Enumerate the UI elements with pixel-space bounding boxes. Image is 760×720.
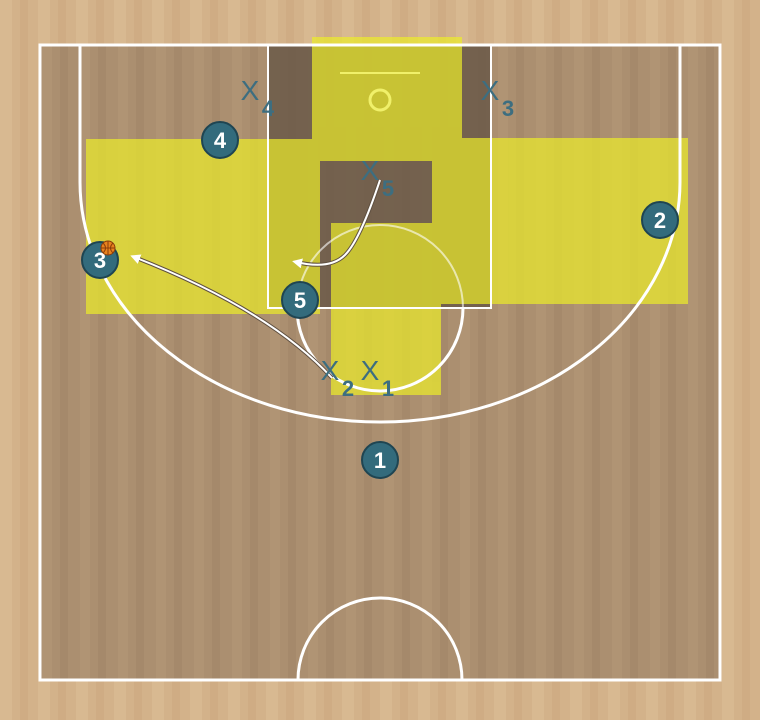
player-number: 4 — [214, 128, 227, 153]
offense-player-1[interactable]: 1 — [361, 441, 399, 479]
defender-letter: X — [481, 75, 500, 106]
offense-player-5[interactable]: 5 — [281, 281, 319, 319]
defender-x2[interactable]: X 2 — [321, 355, 354, 401]
player-marker — [361, 441, 399, 479]
defender-x5[interactable]: X 5 — [361, 155, 394, 201]
player-marker — [201, 121, 239, 159]
player-number: 3 — [94, 248, 106, 273]
defender-x4[interactable]: X 4 — [241, 75, 275, 121]
zone-left-wing — [86, 139, 320, 314]
defender-letter: X — [321, 355, 340, 386]
three-point-line — [78, 45, 682, 424]
offense-player-4[interactable]: 4 — [201, 121, 239, 159]
free-throw-circle-top — [296, 224, 464, 309]
court-lines — [38, 43, 722, 682]
player-number: 2 — [654, 208, 666, 233]
defender-number: 3 — [502, 96, 514, 121]
cut-path-to-5-highlight — [292, 179, 381, 269]
cut-path-to-3-highlight — [130, 254, 333, 379]
key-lines — [267, 44, 492, 309]
offense-player-2[interactable]: 2 — [641, 201, 679, 239]
free-throw-circle — [295, 307, 465, 393]
basketball-icon — [100, 240, 116, 256]
player-marker — [641, 201, 679, 239]
defender-number: 5 — [382, 176, 394, 201]
defender-letter: X — [361, 155, 380, 186]
player-number: 1 — [374, 448, 386, 473]
defender-x3[interactable]: X 3 — [481, 75, 514, 121]
player-number: 5 — [294, 288, 306, 313]
defender-letter: X — [241, 75, 260, 106]
movement-paths — [130, 179, 382, 380]
defender-letter: X — [361, 355, 380, 386]
defender-number: 4 — [262, 96, 275, 121]
defender-x1[interactable]: X 1 — [361, 355, 394, 401]
defender-number: 2 — [342, 376, 354, 401]
defender-number: 1 — [382, 376, 394, 401]
player-marker — [281, 281, 319, 319]
rim — [368, 88, 392, 112]
center-circle — [296, 596, 464, 681]
